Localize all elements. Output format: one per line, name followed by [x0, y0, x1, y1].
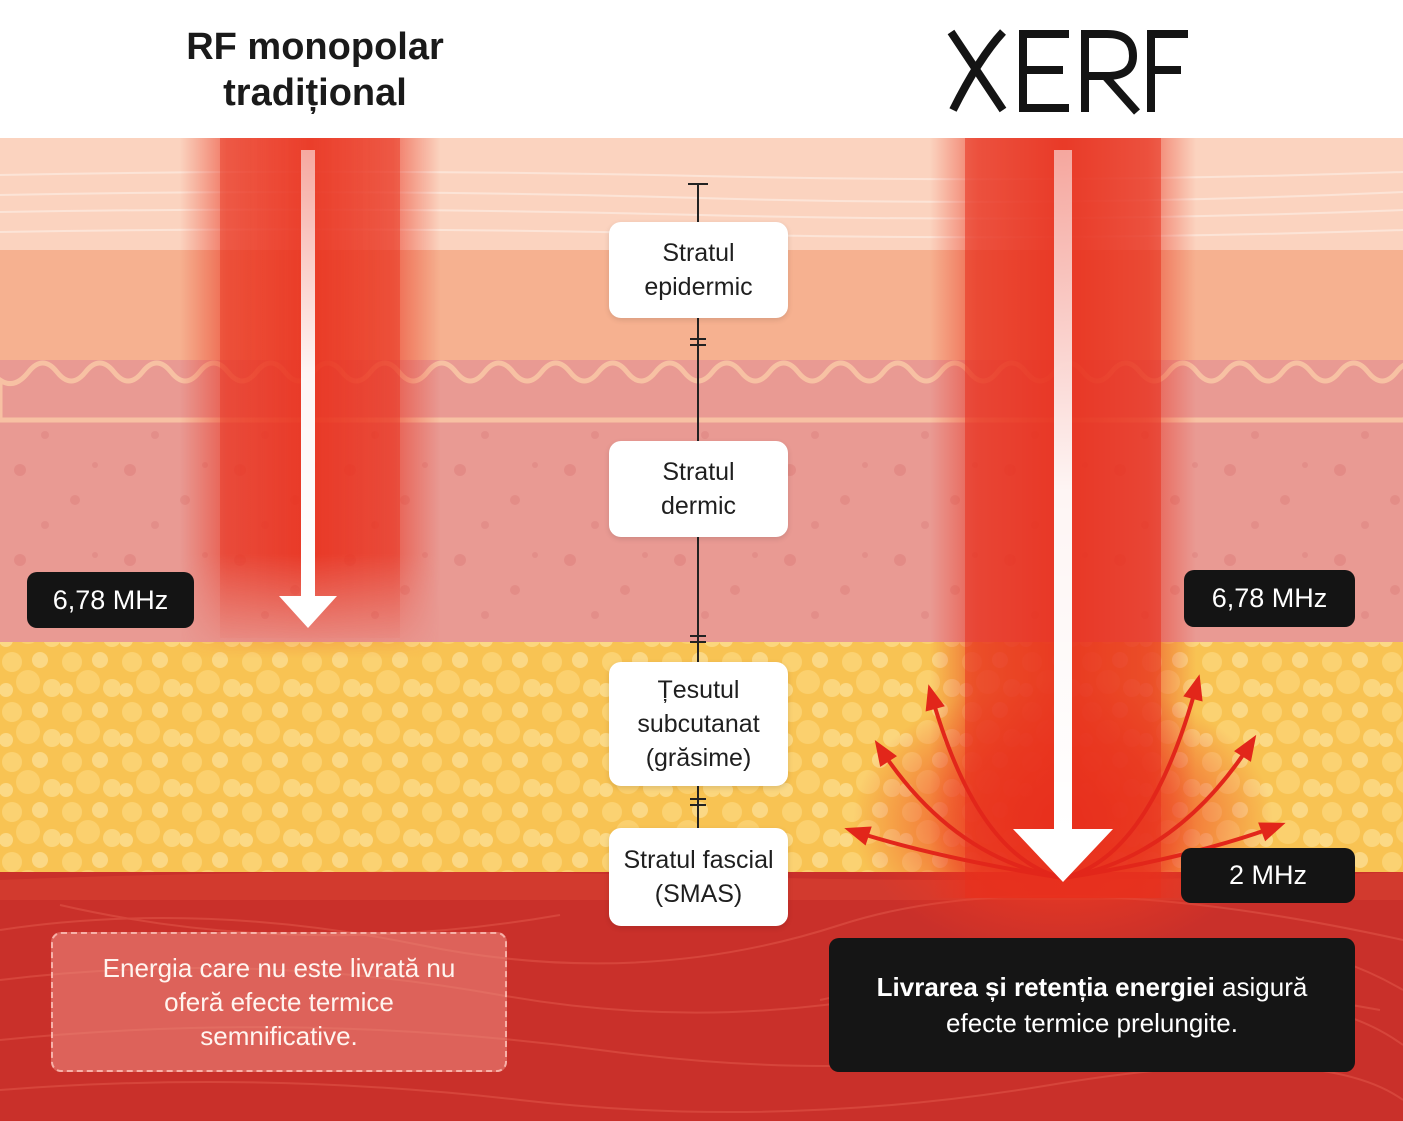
xerf-arrow	[1013, 150, 1113, 882]
heat-arrow-line	[928, 689, 1064, 880]
title-line-2: tradițional	[223, 72, 407, 114]
layer-label-dermis: Stratul dermic	[609, 441, 788, 537]
heat-arrow-head	[874, 739, 897, 767]
traditional-rf-arrow	[279, 150, 337, 628]
xerf-logo	[947, 29, 1188, 115]
layer-label-subcutaneous-fat: Țesutul subcutanat (grăsime)	[609, 662, 788, 786]
heat-arrow-head	[925, 684, 945, 712]
layer-label-epidermis: Stratul epidermic	[609, 222, 788, 318]
title-line-1: RF monopolar	[186, 26, 444, 68]
heat-arrow-head	[844, 826, 872, 846]
frequency-badge-left: 6,78 MHz	[27, 572, 194, 628]
xerf-note-rest: asigură efecte termice prelungite.	[946, 972, 1308, 1038]
traditional-rf-note: Energia care nu este livrată nu oferă ef…	[51, 932, 507, 1072]
xerf-note: Livrarea și retenția energiei asigură ef…	[829, 938, 1355, 1072]
frequency-badge-right-lower: 2 MHz	[1181, 848, 1355, 903]
heat-arrow-head	[1234, 734, 1257, 762]
xerf-note-bold: Livrarea și retenția energiei	[876, 972, 1215, 1002]
heat-arrow-head	[1258, 822, 1286, 842]
traditional-rf-title: RF monopolar tradițional	[150, 24, 480, 116]
heat-arrow-line	[849, 828, 1064, 880]
xerf-spreading-heat-arrows	[844, 674, 1286, 880]
layer-label-fascia-smas: Stratul fascial (SMAS)	[609, 828, 788, 926]
heat-arrow-head	[1183, 674, 1203, 702]
heat-arrow-line	[1062, 679, 1200, 880]
frequency-badge-right-upper: 6,78 MHz	[1184, 570, 1355, 627]
